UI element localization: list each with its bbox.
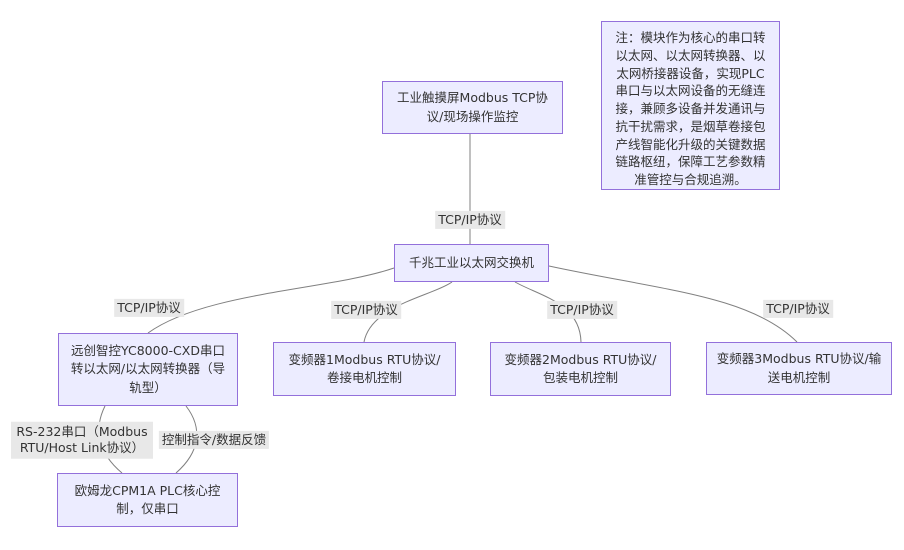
note-box: 注：模块作为核心的串口转以太网、以太网转换器、以太网桥接器设备，实现PLC串口与…: [601, 21, 780, 190]
node-vfd3: 变频器3Modbus RTU协议/输送电机控制: [706, 342, 892, 395]
edge-label-switch-vfd1: TCP/IP协议: [331, 300, 401, 320]
node-ethernet-switch-label: 千兆工业以太网交换机: [408, 254, 534, 270]
edge-label-switch-vfd3: TCP/IP协议: [763, 299, 833, 319]
edge-switch-vfd3: [548, 265, 798, 343]
node-serial-converter: 远创智控YC8000-CXD串口转以太网/以太网转换器（导轨型）: [58, 333, 238, 406]
node-plc-label: 欧姆龙CPM1A PLC核心控制，仅串口: [74, 482, 221, 516]
edge-label-switch-converter: TCP/IP协议: [114, 298, 184, 318]
node-ethernet-switch: 千兆工业以太网交换机: [394, 244, 549, 282]
node-vfd2-label: 变频器2Modbus RTU协议/包装电机控制: [504, 351, 657, 385]
edge-label-rs232-serial: RS-232串口（Modbus RTU/Host Link协议）: [11, 421, 153, 459]
edge-label-hmi-switch: TCP/IP协议: [435, 210, 505, 230]
node-serial-converter-label: 远创智控YC8000-CXD串口转以太网/以太网转换器（导轨型）: [70, 343, 226, 395]
node-vfd1-label: 变频器1Modbus RTU协议/卷接电机控制: [288, 351, 441, 385]
node-vfd2: 变频器2Modbus RTU协议/包装电机控制: [490, 342, 671, 396]
node-vfd1: 变频器1Modbus RTU协议/卷接电机控制: [273, 342, 456, 396]
node-hmi-label: 工业触摸屏Modbus TCP协议/现场操作监控: [397, 90, 548, 124]
node-plc: 欧姆龙CPM1A PLC核心控制，仅串口: [57, 473, 238, 527]
edge-switch-converter: [147, 267, 395, 334]
note-text: 注：模块作为核心的串口转以太网、以太网转换器、以太网桥接器设备，实现PLC串口与…: [615, 30, 766, 187]
node-vfd3-label: 变频器3Modbus RTU协议/输送电机控制: [716, 351, 882, 385]
edge-switch-vfd1: [363, 281, 453, 343]
edge-label-control-feedback: 控制指令/数据反馈: [158, 430, 270, 450]
node-hmi: 工业触摸屏Modbus TCP协议/现场操作监控: [382, 81, 563, 134]
edge-label-switch-vfd2: TCP/IP协议: [547, 300, 617, 320]
